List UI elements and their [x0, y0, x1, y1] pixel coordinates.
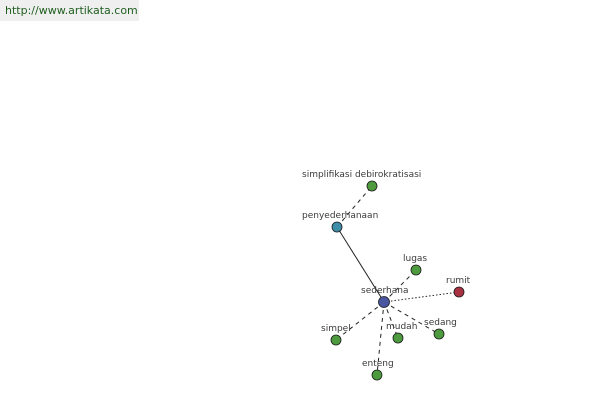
node-label-sederhana[interactable]: sederhana	[361, 286, 408, 296]
edge-sederhana-rumit	[383, 291, 460, 303]
node-label-simpel[interactable]: simpel	[321, 324, 351, 334]
edge-sederhana-sedang	[383, 301, 440, 335]
node-label-lugas[interactable]: lugas	[403, 254, 427, 264]
node-sederhana[interactable]	[378, 296, 390, 308]
node-enteng[interactable]	[371, 369, 383, 381]
nodes-layer	[330, 180, 465, 381]
edge-penyederhanaan-simplifikasi	[336, 185, 373, 228]
node-label-penyederhanaan[interactable]: penyederhanaan	[302, 211, 378, 221]
node-lugas[interactable]	[410, 264, 422, 276]
node-label-rumit[interactable]: rumit	[446, 276, 471, 286]
node-penyederhanaan[interactable]	[331, 221, 343, 233]
node-rumit[interactable]	[453, 286, 465, 298]
edge-sederhana-simpel	[335, 301, 385, 341]
node-label-mudah[interactable]: mudah	[386, 322, 417, 332]
node-label-simplifikasi[interactable]: simplifikasi debirokratisasi	[302, 170, 421, 180]
node-label-sedang[interactable]: sedang	[424, 318, 457, 328]
node-mudah[interactable]	[392, 332, 404, 344]
node-simpel[interactable]	[330, 334, 342, 346]
node-simplifikasi[interactable]	[366, 180, 378, 192]
node-label-enteng[interactable]: enteng	[362, 359, 394, 369]
edges-layer	[335, 185, 460, 376]
labels-layer: sederhana penyederhanaan simplifikasi debi…	[302, 170, 471, 369]
url-link[interactable]: http://www.artikata.com	[5, 4, 138, 17]
url-banner[interactable]: http://www.artikata.com	[0, 0, 139, 21]
node-sedang[interactable]	[433, 328, 445, 340]
edge-sederhana-penyederhanaan	[336, 226, 385, 303]
edge-sederhana-mudah	[383, 301, 399, 339]
